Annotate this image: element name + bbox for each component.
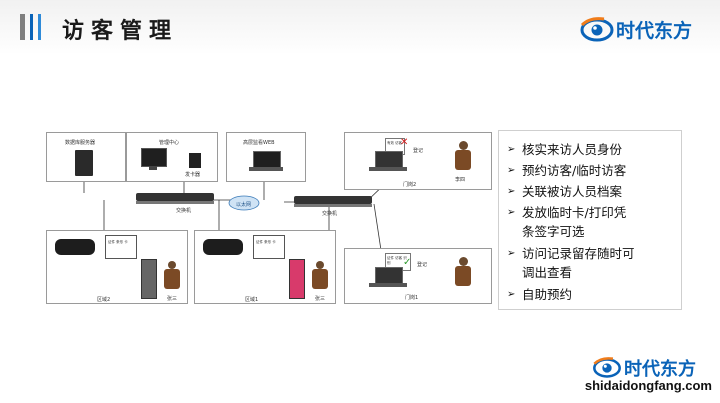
screen-panel-b: 证件 条形 卡 — [253, 235, 285, 259]
register-label-a: 登记 — [413, 148, 424, 154]
register-form-b: 证件 访客 识别 — [385, 253, 411, 271]
kiosk-icon-a — [141, 259, 157, 299]
lan-cloud-shape — [228, 195, 260, 211]
screen-panel-a: 证件 条形 卡 — [105, 235, 137, 259]
kiosk-icon-b — [289, 259, 305, 299]
eye-logo-icon — [593, 357, 621, 378]
title-bar: 访客管理 — [0, 0, 720, 58]
monitor-icon — [141, 148, 167, 167]
card-issuer-label: 发卡器 — [185, 172, 201, 178]
arrow-bullet-icon: ➢ — [507, 289, 516, 300]
page-title: 访客管理 — [62, 19, 179, 44]
accent-bar-gray — [20, 14, 25, 40]
arrow-bullet-icon: ➢ — [507, 207, 516, 218]
arrow-bullet-icon: ➢ — [507, 165, 516, 176]
accent-bar-dark-blue — [30, 14, 33, 40]
region2-box: 证件 条形 卡 张三 区域2 — [46, 230, 188, 304]
switch-b-shape — [294, 196, 372, 204]
switch-a-label: 交换机 — [176, 208, 192, 214]
hd-monitor-box: 高层监看WEB — [226, 132, 306, 182]
person-zhangsan-icon-a — [163, 261, 181, 291]
gate1-label: 门岗1 — [405, 295, 419, 301]
person-zhangsan-label-b: 张三 — [315, 296, 326, 302]
gate2-label: 门岗2 — [403, 182, 417, 188]
list-item-continued: 调出查看 — [522, 265, 573, 280]
register-label-b: 登记 — [417, 262, 428, 268]
brand-logo-text-bottom: 时代东方 — [624, 359, 696, 380]
network-diagram: 数据库服务器 管理中心 发卡器 高层监看WEB 交换机 交换机 以太网 有效 访… — [44, 130, 492, 305]
hd-monitor-label: 高层监看WEB — [243, 140, 275, 146]
person-zhangsan-icon-b — [311, 261, 329, 291]
gate1-box: 证件 访客 识别 ✓ 登记 门岗1 — [344, 248, 492, 304]
arrow-bullet-icon: ➢ — [507, 186, 516, 197]
mgmt-center-box: 管理中心 发卡器 — [126, 132, 218, 182]
eye-logo-icon — [580, 16, 614, 41]
db-server-label: 数据库服务器 — [65, 140, 96, 146]
list-item: ➢ 发放临时卡/打印凭 — [507, 205, 627, 220]
red-cross-icon: ✕ — [400, 137, 409, 148]
person-lisi-icon — [453, 141, 473, 171]
feature-list: ➢ 核实来访人员身份 ➢ 预约访客/临时访客 ➢ 关联被访人员档案 ➢ 发放临时… — [498, 130, 682, 310]
person-lisi-label: 李四 — [455, 177, 466, 183]
region1-label: 区域1 — [245, 297, 259, 303]
region1-box: 证件 条形 卡 张三 区域1 — [194, 230, 336, 304]
list-item: ➢ 自助预约 — [507, 287, 573, 302]
server-tower-icon — [75, 150, 93, 176]
list-item: ➢ 访问记录留存随时可 — [507, 246, 635, 261]
brand-logo-top: 时代东方 — [580, 16, 692, 43]
list-item: ➢ 预约访客/临时访客 — [507, 163, 627, 178]
region2-label: 区域2 — [97, 297, 111, 303]
card-issuer-icon — [189, 153, 201, 168]
arrow-bullet-icon: ➢ — [507, 248, 516, 259]
brand-logo-bottom: 时代东方 — [592, 355, 696, 381]
website-url: shidaidongfang.com — [584, 378, 712, 393]
db-server-box: 数据库服务器 — [46, 132, 126, 182]
switch-a-shape — [136, 193, 214, 201]
lan-label: 以太网 — [236, 202, 252, 208]
list-item-continued: 条签字可选 — [522, 224, 585, 239]
diagram-lines — [83, 178, 390, 271]
person-zhangsan-label-a: 张三 — [167, 296, 178, 302]
switch-b-label: 交换机 — [322, 211, 338, 217]
arrow-bullet-icon: ➢ — [507, 144, 516, 155]
check-mark-icon: ✓ — [403, 257, 412, 268]
list-item: ➢ 关联被访人员档案 — [507, 184, 623, 199]
brand-logo-text: 时代东方 — [616, 20, 693, 42]
list-item: ➢ 核实来访人员身份 — [507, 142, 623, 157]
accent-bar-light-blue — [38, 14, 41, 40]
visitor-terminal-icon-b — [203, 239, 243, 255]
register-form-a: 有效 访客 — [385, 138, 405, 155]
person-gate1-icon — [453, 257, 473, 287]
visitor-terminal-icon-a — [55, 239, 95, 255]
gate2-box: 有效 访客 ✕ 登记 李四 门岗2 — [344, 132, 492, 190]
mgmt-center-label: 管理中心 — [159, 140, 180, 146]
